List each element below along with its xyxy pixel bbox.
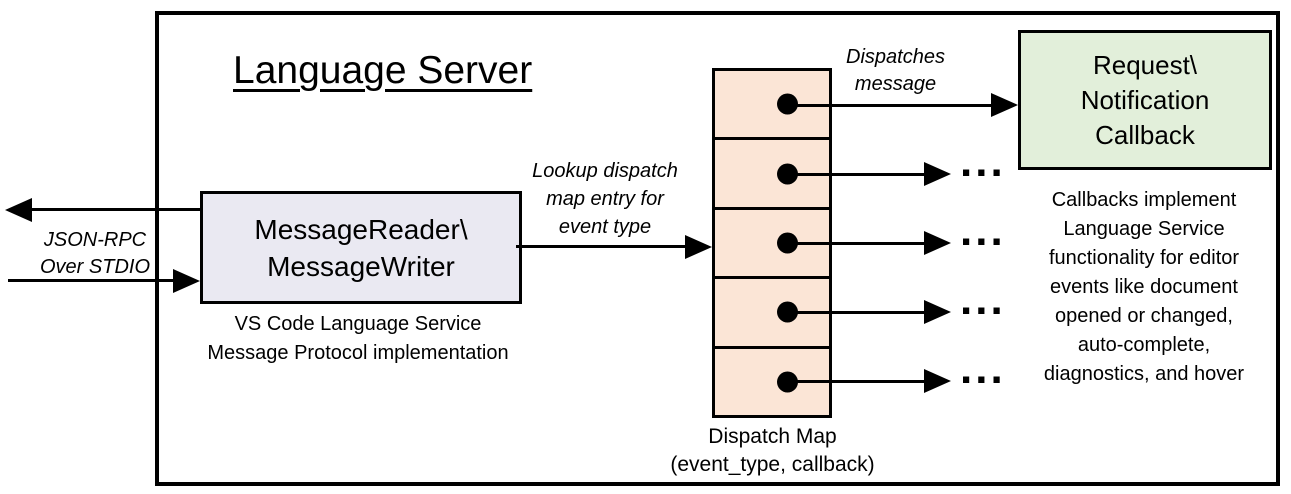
- lookup-label-line: event type: [558, 216, 652, 238]
- ellipsis-4: ...: [960, 275, 1006, 324]
- dispatch-arrowhead-icon-5: [924, 369, 951, 393]
- ellipsis-2: ...: [960, 137, 1006, 186]
- dispatches-label: Dispatches message: [823, 44, 968, 98]
- stdio-label-line: JSON-RPC: [43, 229, 147, 251]
- diagram-title: Language Server: [233, 49, 533, 92]
- stdio-label-line: Over STDIO: [39, 256, 150, 278]
- dispatch-arrow-line-4: [787, 311, 925, 314]
- dispatch-arrow-line-1: [787, 104, 993, 107]
- callback-note-line: auto-complete,: [1077, 334, 1211, 356]
- dispatch-arrowhead-icon-2: [924, 162, 951, 186]
- message-reader-writer-box: MessageReader\ MessageWriter: [200, 191, 522, 304]
- language-server-boundary: [155, 11, 1280, 486]
- message-box-line: MessageWriter: [267, 250, 455, 282]
- callback-box-line: Notification: [1080, 84, 1210, 115]
- callback-note-line: Callbacks implement: [1051, 189, 1237, 211]
- dispatches-label-line: message: [854, 73, 937, 95]
- callback-note: Callbacks implement Language Service fun…: [1005, 186, 1283, 389]
- dispatch-map-label-line: Dispatch Map: [708, 425, 837, 448]
- dispatch-arrowhead-icon-3: [924, 231, 951, 255]
- dispatch-map-sublabel-line: (event_type, callback): [670, 453, 875, 476]
- caption-line: Message Protocol implementation: [207, 342, 509, 364]
- ellipsis-5: ...: [960, 344, 1006, 393]
- request-notification-callback-box: Request\ Notification Callback: [1018, 30, 1272, 170]
- stdio-out-arrow-line: [28, 208, 200, 211]
- ellipsis-3: ...: [960, 206, 1006, 255]
- stdio-in-arrowhead-icon: [173, 269, 200, 293]
- callback-note-line: Language Service: [1063, 218, 1225, 240]
- message-box-line: MessageReader\: [254, 213, 468, 245]
- dispatch-arrow-line-3: [787, 242, 925, 245]
- dispatch-arrowhead-icon-1: [991, 93, 1018, 117]
- dispatch-map-label: Dispatch Map (event_type, callback): [620, 423, 925, 479]
- stdio-out-arrowhead-icon: [5, 198, 32, 222]
- caption-line: VS Code Language Service: [234, 313, 482, 335]
- callback-note-line: events like document: [1050, 276, 1238, 298]
- stdio-label: JSON-RPC Over STDIO: [15, 227, 175, 281]
- dispatches-label-line: Dispatches: [846, 46, 945, 68]
- dispatch-arrow-line-5: [787, 380, 925, 383]
- lookup-arrowhead-icon: [685, 235, 712, 259]
- stdio-in-arrow-line: [8, 279, 174, 282]
- callback-box-line: Callback: [1095, 119, 1195, 150]
- lookup-label: Lookup dispatch map entry for event type: [505, 157, 705, 241]
- lookup-label-line: map entry for: [546, 188, 664, 210]
- callback-note-line: functionality for editor: [1048, 247, 1240, 269]
- dispatch-arrowhead-icon-4: [924, 300, 951, 324]
- dispatch-arrow-line-2: [787, 173, 925, 176]
- lookup-label-line: Lookup dispatch: [532, 160, 678, 182]
- lookup-arrow-line: [516, 245, 688, 248]
- callback-note-line: diagnostics, and hover: [1043, 363, 1245, 385]
- callback-box-line: Request\: [1092, 49, 1198, 80]
- message-box-caption: VS Code Language Service Message Protoco…: [163, 310, 553, 368]
- callback-note-line: opened or changed,: [1055, 305, 1233, 327]
